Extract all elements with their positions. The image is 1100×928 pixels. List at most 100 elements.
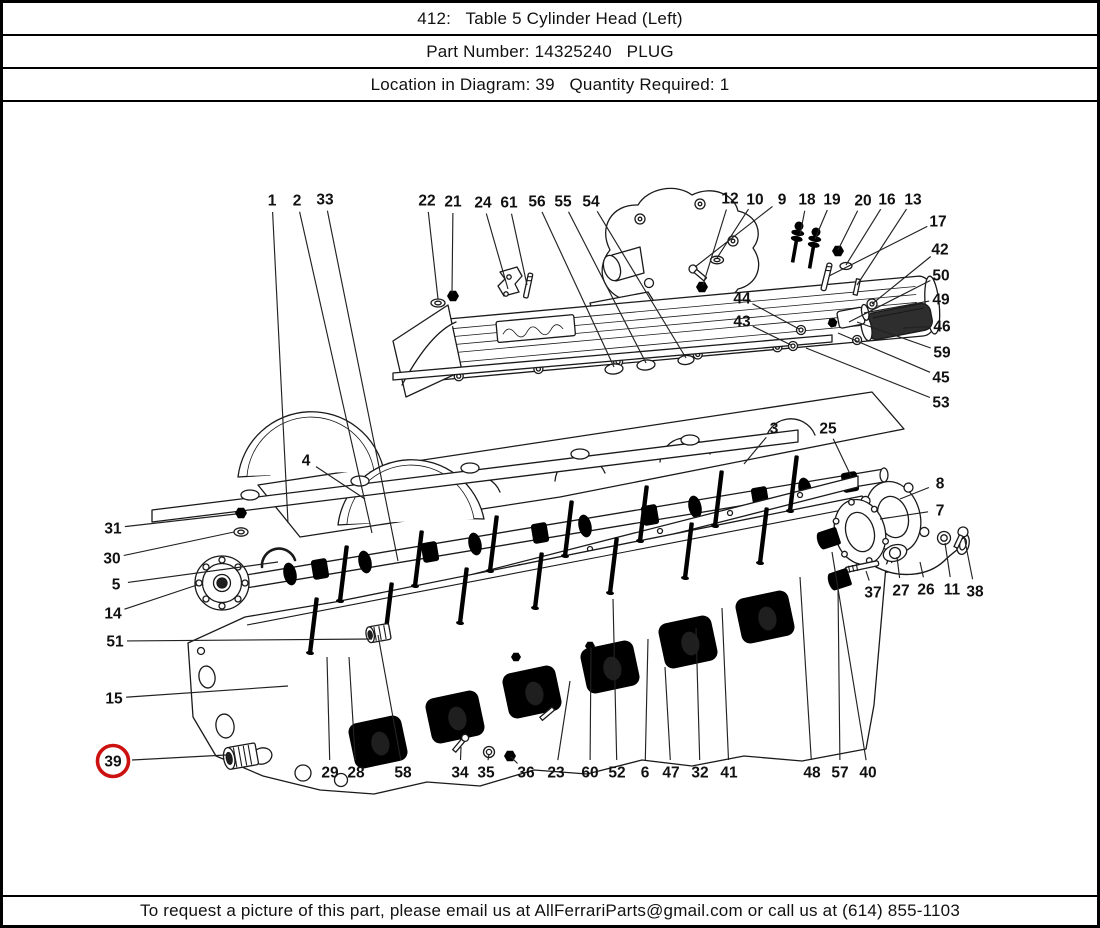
leader-line-14 bbox=[124, 584, 198, 610]
callout-36: 36 bbox=[510, 756, 535, 782]
callout-number-26: 26 bbox=[917, 582, 935, 599]
callout-32: 32 bbox=[691, 627, 709, 782]
callout-30: 30 bbox=[103, 531, 235, 568]
camshaft-arch-cover-1 bbox=[238, 412, 384, 477]
nut-20 bbox=[832, 245, 844, 257]
callout-number-48: 48 bbox=[803, 765, 821, 782]
callout-number-13: 13 bbox=[904, 192, 922, 209]
callout-23: 23 bbox=[547, 680, 571, 782]
leader-line-57 bbox=[837, 586, 841, 761]
callout-number-22: 22 bbox=[418, 193, 435, 210]
bolt-34 bbox=[452, 733, 471, 753]
rear-plate-gasket bbox=[827, 493, 893, 571]
callout-number-23: 23 bbox=[547, 765, 565, 782]
leader-line-4 bbox=[315, 466, 366, 500]
leader-line-6 bbox=[644, 638, 649, 761]
callout-47: 47 bbox=[662, 666, 680, 782]
bracket-24 bbox=[498, 267, 522, 296]
leader-line-29 bbox=[326, 656, 331, 761]
callout-31: 31 bbox=[104, 513, 237, 538]
callout-number-31: 31 bbox=[104, 521, 122, 538]
callout-43: 43 bbox=[733, 314, 792, 346]
leader-line-42 bbox=[871, 256, 932, 305]
callout-58: 58 bbox=[377, 634, 412, 782]
leader-line-18 bbox=[799, 210, 806, 236]
leader-line-35 bbox=[487, 753, 490, 761]
callout-number-19: 19 bbox=[823, 192, 841, 209]
leader-line-16 bbox=[845, 208, 882, 266]
leader-line-9 bbox=[694, 205, 773, 268]
callout-number-44: 44 bbox=[733, 291, 751, 308]
callout-number-30: 30 bbox=[103, 551, 120, 568]
callout-number-29: 29 bbox=[321, 765, 339, 782]
callout-number-37: 37 bbox=[864, 585, 881, 602]
callout-number-14: 14 bbox=[104, 606, 122, 623]
callout-51: 51 bbox=[106, 634, 373, 651]
callout-57: 57 bbox=[831, 586, 849, 782]
callout-17: 17 bbox=[828, 214, 947, 277]
header-part-row: Part Number: 14325240 PLUG bbox=[3, 36, 1097, 69]
leader-line-53 bbox=[805, 347, 931, 399]
leader-line-17 bbox=[828, 225, 928, 277]
leader-line-1 bbox=[272, 211, 289, 524]
callout-number-18: 18 bbox=[798, 192, 816, 209]
contact-text: To request a picture of this part, pleas… bbox=[140, 901, 960, 920]
callout-number-38: 38 bbox=[966, 584, 984, 601]
callout-10: 10 bbox=[716, 192, 764, 259]
callout-number-60: 60 bbox=[581, 765, 598, 782]
bearing-saddle-5 bbox=[262, 549, 295, 567]
callout-number-47: 47 bbox=[662, 765, 679, 782]
leader-line-22 bbox=[427, 211, 439, 300]
callout-16: 16 bbox=[845, 192, 896, 266]
leader-line-56 bbox=[541, 211, 615, 368]
leader-line-30 bbox=[123, 531, 235, 557]
callout-number-1: 1 bbox=[268, 193, 277, 210]
callout-52: 52 bbox=[608, 598, 626, 782]
callout-20: 20 bbox=[837, 193, 872, 251]
callout-number-41: 41 bbox=[720, 765, 738, 782]
callout-61: 61 bbox=[500, 195, 528, 286]
leader-line-33 bbox=[326, 210, 399, 562]
leader-line-20 bbox=[837, 210, 859, 251]
callout-54: 54 bbox=[582, 194, 687, 359]
leader-line-44 bbox=[752, 303, 800, 330]
half-moon-seal bbox=[637, 359, 656, 371]
leader-line-58 bbox=[377, 634, 402, 761]
stud-61 bbox=[523, 273, 533, 298]
callout-60: 60 bbox=[581, 647, 599, 782]
leader-line-59 bbox=[856, 321, 931, 349]
callout-5: 5 bbox=[112, 561, 279, 594]
callout-45: 45 bbox=[837, 332, 950, 387]
callout-50: 50 bbox=[848, 268, 950, 323]
leader-line-46 bbox=[902, 326, 931, 329]
callout-number-3: 3 bbox=[770, 421, 779, 438]
leader-line-60 bbox=[589, 647, 592, 761]
callout-number-4: 4 bbox=[302, 453, 311, 470]
callout-55: 55 bbox=[554, 194, 647, 364]
leader-line-27 bbox=[896, 556, 901, 579]
callout-34: 34 bbox=[451, 746, 469, 782]
callout-35: 35 bbox=[477, 753, 495, 782]
callout-number-35: 35 bbox=[477, 765, 495, 782]
leader-line-28 bbox=[348, 656, 356, 761]
callout-44: 44 bbox=[733, 291, 800, 330]
leader-line-54 bbox=[596, 211, 687, 359]
leader-line-52 bbox=[612, 598, 618, 761]
callout-13: 13 bbox=[856, 192, 922, 286]
bolt-19 bbox=[803, 226, 824, 270]
callout-number-25: 25 bbox=[819, 421, 837, 438]
callout-number-49: 49 bbox=[932, 292, 950, 309]
leader-line-38 bbox=[963, 535, 974, 580]
washer-16 bbox=[840, 263, 852, 270]
half-moon-seal bbox=[678, 355, 695, 366]
leader-line-41 bbox=[721, 607, 730, 761]
callout-number-15: 15 bbox=[105, 691, 123, 708]
callout-number-53: 53 bbox=[932, 395, 950, 412]
callout-27: 27 bbox=[892, 556, 910, 600]
leader-line-51 bbox=[126, 638, 373, 642]
leader-line-43 bbox=[752, 325, 792, 346]
cam-cover-gasket bbox=[152, 430, 798, 522]
leader-line-49 bbox=[863, 300, 930, 314]
valve-cover-gasket bbox=[393, 335, 832, 380]
